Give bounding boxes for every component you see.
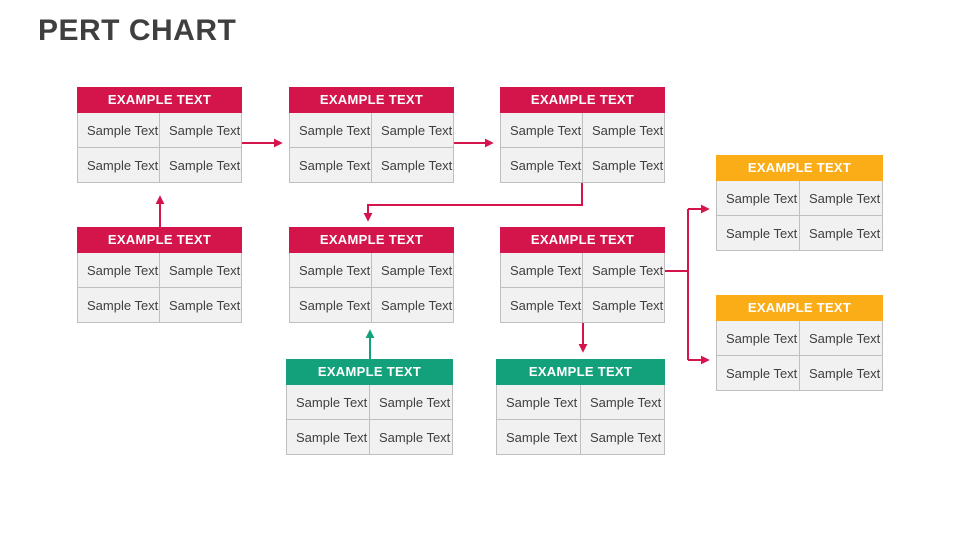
node-cell: Sample Text bbox=[160, 148, 241, 182]
node-cell: Sample Text bbox=[501, 113, 582, 147]
node-grid: Sample Text Sample Text Sample Text Samp… bbox=[289, 113, 454, 183]
node-cell: Sample Text bbox=[78, 288, 159, 322]
node-cell: Sample Text bbox=[800, 321, 882, 355]
pert-node-10: EXAMPLE TEXT Sample Text Sample Text Sam… bbox=[716, 295, 883, 391]
node-cell: Sample Text bbox=[501, 288, 582, 322]
node-cell: Sample Text bbox=[583, 113, 664, 147]
pert-node-2: EXAMPLE TEXT Sample Text Sample Text Sam… bbox=[289, 87, 454, 183]
node-cell: Sample Text bbox=[372, 288, 453, 322]
node-grid: Sample Text Sample Text Sample Text Samp… bbox=[77, 113, 242, 183]
node-cell: Sample Text bbox=[78, 148, 159, 182]
node-cell: Sample Text bbox=[370, 420, 452, 454]
node-header: EXAMPLE TEXT bbox=[716, 295, 883, 321]
node-grid: Sample Text Sample Text Sample Text Samp… bbox=[289, 253, 454, 323]
node-header: EXAMPLE TEXT bbox=[716, 155, 883, 181]
node-cell: Sample Text bbox=[290, 253, 371, 287]
node-cell: Sample Text bbox=[583, 253, 664, 287]
node-cell: Sample Text bbox=[501, 148, 582, 182]
pert-node-3: EXAMPLE TEXT Sample Text Sample Text Sam… bbox=[500, 87, 665, 183]
node-grid: Sample Text Sample Text Sample Text Samp… bbox=[716, 181, 883, 251]
node-cell: Sample Text bbox=[497, 385, 580, 419]
node-grid: Sample Text Sample Text Sample Text Samp… bbox=[496, 385, 665, 455]
connector-arrow-3-5 bbox=[363, 183, 583, 222]
node-header: EXAMPLE TEXT bbox=[289, 227, 454, 253]
node-cell: Sample Text bbox=[800, 216, 882, 250]
node-cell: Sample Text bbox=[160, 113, 241, 147]
node-grid: Sample Text Sample Text Sample Text Samp… bbox=[286, 385, 453, 455]
node-cell: Sample Text bbox=[717, 356, 799, 390]
node-header: EXAMPLE TEXT bbox=[496, 359, 665, 385]
node-cell: Sample Text bbox=[583, 148, 664, 182]
node-cell: Sample Text bbox=[290, 113, 371, 147]
pert-node-8: EXAMPLE TEXT Sample Text Sample Text Sam… bbox=[496, 359, 665, 455]
node-cell: Sample Text bbox=[78, 113, 159, 147]
pert-node-1: EXAMPLE TEXT Sample Text Sample Text Sam… bbox=[77, 87, 242, 183]
node-cell: Sample Text bbox=[290, 288, 371, 322]
node-cell: Sample Text bbox=[372, 148, 453, 182]
node-cell: Sample Text bbox=[160, 253, 241, 287]
node-header: EXAMPLE TEXT bbox=[500, 227, 665, 253]
node-cell: Sample Text bbox=[717, 181, 799, 215]
node-header: EXAMPLE TEXT bbox=[77, 227, 242, 253]
pert-node-7: EXAMPLE TEXT Sample Text Sample Text Sam… bbox=[286, 359, 453, 455]
node-cell: Sample Text bbox=[370, 385, 452, 419]
node-cell: Sample Text bbox=[78, 253, 159, 287]
node-cell: Sample Text bbox=[800, 356, 882, 390]
node-grid: Sample Text Sample Text Sample Text Samp… bbox=[716, 321, 883, 391]
node-cell: Sample Text bbox=[497, 420, 580, 454]
page-title: PERT CHART bbox=[38, 14, 237, 47]
node-cell: Sample Text bbox=[583, 288, 664, 322]
node-cell: Sample Text bbox=[372, 253, 453, 287]
node-header: EXAMPLE TEXT bbox=[500, 87, 665, 113]
node-cell: Sample Text bbox=[290, 148, 371, 182]
node-cell: Sample Text bbox=[717, 321, 799, 355]
node-grid: Sample Text Sample Text Sample Text Samp… bbox=[500, 253, 665, 323]
pert-node-4: EXAMPLE TEXT Sample Text Sample Text Sam… bbox=[77, 227, 242, 323]
node-cell: Sample Text bbox=[160, 288, 241, 322]
pert-node-9: EXAMPLE TEXT Sample Text Sample Text Sam… bbox=[716, 155, 883, 251]
node-cell: Sample Text bbox=[501, 253, 582, 287]
node-cell: Sample Text bbox=[800, 181, 882, 215]
node-cell: Sample Text bbox=[372, 113, 453, 147]
node-cell: Sample Text bbox=[581, 385, 664, 419]
node-grid: Sample Text Sample Text Sample Text Samp… bbox=[500, 113, 665, 183]
node-grid: Sample Text Sample Text Sample Text Samp… bbox=[77, 253, 242, 323]
node-cell: Sample Text bbox=[287, 385, 369, 419]
node-cell: Sample Text bbox=[287, 420, 369, 454]
node-header: EXAMPLE TEXT bbox=[289, 87, 454, 113]
node-cell: Sample Text bbox=[717, 216, 799, 250]
node-cell: Sample Text bbox=[581, 420, 664, 454]
node-header: EXAMPLE TEXT bbox=[77, 87, 242, 113]
pert-node-5: EXAMPLE TEXT Sample Text Sample Text Sam… bbox=[289, 227, 454, 323]
pert-node-6: EXAMPLE TEXT Sample Text Sample Text Sam… bbox=[500, 227, 665, 323]
node-header: EXAMPLE TEXT bbox=[286, 359, 453, 385]
